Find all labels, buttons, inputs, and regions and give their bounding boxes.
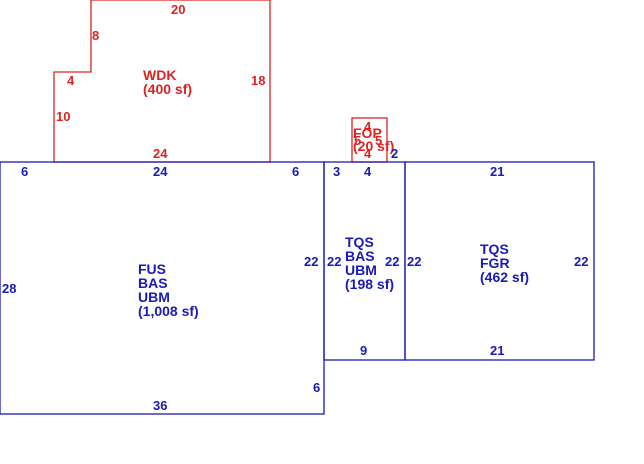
tqs-bas-dim-bottom: 9 <box>360 343 367 358</box>
tqs-fgr-dim-right: 22 <box>574 254 588 269</box>
tqs-fgr-label: TQS FGR (462 sf) <box>480 241 529 285</box>
wdk-dim-top: 20 <box>171 2 185 17</box>
tqs-fgr-dim-top: 21 <box>490 164 504 179</box>
tqs-fgr-dim-bottom: 21 <box>490 343 504 358</box>
tqs-bas-dim-top-left: 3 <box>333 164 340 179</box>
fus-dim-top-mid: 24 <box>153 164 168 179</box>
fop-dim-bottom: 4 <box>364 146 372 161</box>
wdk-label: WDK (400 sf) <box>143 67 192 97</box>
wdk-dim-bottom: 24 <box>153 146 168 161</box>
fop-label: FOP (20 sf) <box>353 125 394 154</box>
tqs-bas-dim-top: 4 <box>364 164 372 179</box>
fus-label: FUS BAS UBM (1,008 sf) <box>138 261 199 319</box>
tqs-bas-dim-right: 22 <box>385 254 399 269</box>
fus-dim-bottom: 36 <box>153 398 167 413</box>
fop-dim-right: 5 <box>375 133 382 148</box>
tqs-bas-label: TQS BAS UBM (198 sf) <box>345 234 394 292</box>
fus-dim-bottom-right: 6 <box>313 380 320 395</box>
fus-dim-left: 28 <box>2 281 16 296</box>
wdk-dim-left-upper: 8 <box>92 28 99 43</box>
tqs-fgr-dim-left: 22 <box>407 254 421 269</box>
fop-dim-left: 5 <box>354 133 361 148</box>
fus-dim-right: 22 <box>304 254 318 269</box>
fop-dim-top: 4 <box>364 119 372 134</box>
tqs-bas-dim-left: 22 <box>327 254 341 269</box>
fop-dim-corner: 2 <box>391 146 398 161</box>
wdk-dim-left-lower: 10 <box>56 109 70 124</box>
tqs-fgr-outline <box>404 161 595 361</box>
wdk-dim-right: 18 <box>251 73 265 88</box>
fus-dim-top-right: 6 <box>292 164 299 179</box>
wdk-dim-step: 4 <box>67 73 75 88</box>
fus-dim-top-left: 6 <box>21 164 28 179</box>
